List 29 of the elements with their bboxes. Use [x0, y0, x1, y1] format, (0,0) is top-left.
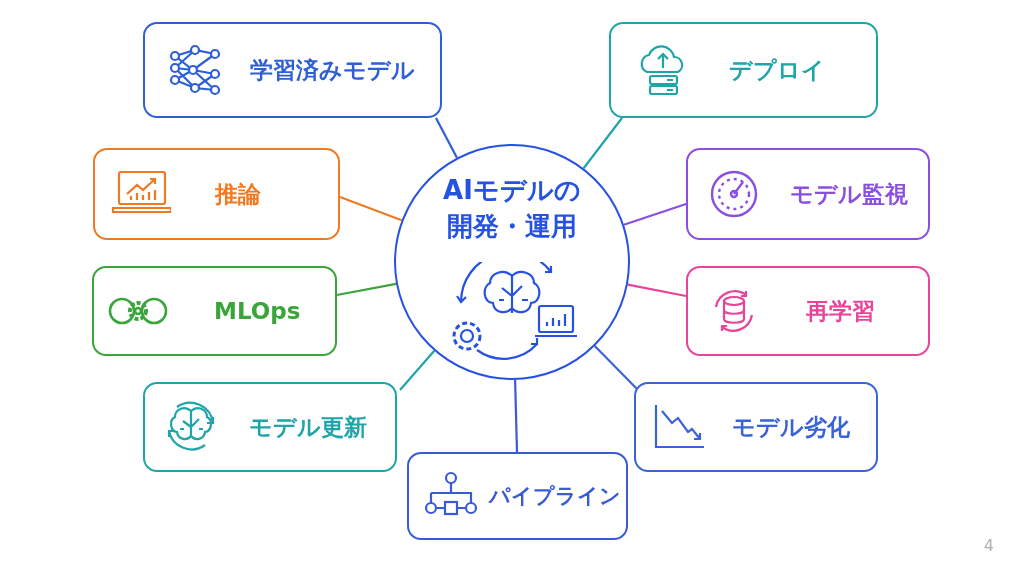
- connector-line: [627, 283, 687, 298]
- topic-box: [686, 266, 930, 356]
- connector-line: [623, 202, 687, 226]
- connector-line: [594, 345, 639, 391]
- connector-line: [582, 117, 623, 169]
- topic-box: [609, 22, 878, 118]
- topic-label: モデル監視: [790, 180, 908, 209]
- connector-line: [339, 195, 402, 222]
- hub-title: AIモデルの開発・運用: [442, 174, 582, 243]
- connector-line: [336, 282, 397, 297]
- topic-label: MLOps: [214, 297, 301, 326]
- topic-label: パイプライン: [489, 483, 621, 510]
- topic-box: [407, 452, 628, 540]
- topic-box: [686, 148, 930, 240]
- topic-label: 推論: [215, 180, 261, 209]
- topic-box: [143, 22, 442, 118]
- topic-label: 再学習: [806, 297, 875, 326]
- topic-label: モデル劣化: [732, 413, 850, 442]
- connector-line: [514, 379, 519, 453]
- connector-line: [399, 350, 436, 391]
- connector-line: [435, 117, 458, 159]
- topic-label: 学習済みモデル: [250, 56, 415, 85]
- topic-box: [93, 148, 340, 240]
- topic-label: モデル更新: [249, 413, 367, 442]
- topic-box: [143, 382, 397, 472]
- topic-box: [634, 382, 878, 472]
- topic-box: [92, 266, 337, 356]
- page-number: 4: [983, 536, 994, 555]
- topic-label: デプロイ: [729, 56, 825, 85]
